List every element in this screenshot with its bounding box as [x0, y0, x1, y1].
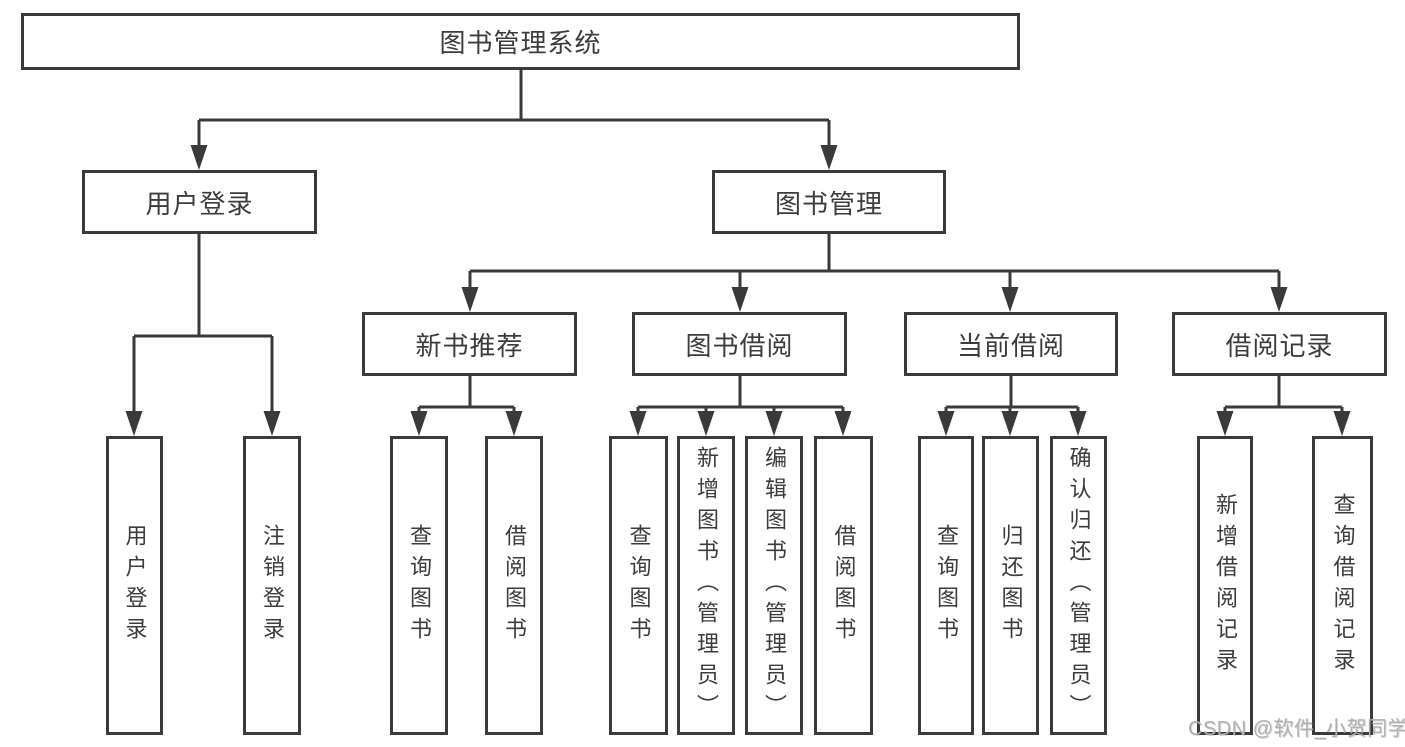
- connector-records-branch: [1223, 376, 1344, 418]
- leaf-logout-label: 注销登录: [260, 523, 285, 648]
- csdn-watermark: CSDN @软件_小贺同学: [1188, 718, 1405, 740]
- node-user-login-label: 用户登录: [145, 188, 254, 219]
- connector-root-branch: [197, 70, 831, 152]
- leaf-add-borrow-record: 新增借阅记录: [1197, 436, 1253, 735]
- leaf-query-books-recommend: 查询图书: [390, 436, 448, 735]
- leaf-query-books-borrow: 查询图书: [609, 436, 668, 735]
- leaf-borrow-books-label: 借阅图书: [831, 523, 857, 648]
- leaf-add-book-admin: 新增图书（管理员）: [677, 436, 735, 735]
- leaf-query-books-borrow-label: 查询图书: [626, 523, 652, 648]
- node-current-borrow-label: 当前借阅: [956, 330, 1065, 361]
- node-book-borrow-label: 图书借阅: [685, 330, 794, 361]
- leaf-query-books-current: 查询图书: [918, 436, 974, 735]
- leaf-logout: 注销登录: [243, 436, 301, 735]
- leaf-confirm-return-admin: 确认归还（管理员）: [1050, 436, 1107, 735]
- leaf-user-login-label: 用户登录: [122, 523, 148, 648]
- leaf-borrow-books-recommend-label: 借阅图书: [502, 523, 527, 648]
- leaf-edit-book-admin: 编辑图书（管理员）: [745, 436, 803, 735]
- node-book-mgmt-label: 图书管理: [774, 188, 883, 219]
- leaf-confirm-return-admin-label: 确认归还（管理员）: [1066, 446, 1092, 725]
- connector-book-borrow-branch: [636, 376, 845, 418]
- node-root: 图书管理系统: [21, 13, 1020, 70]
- node-book-borrow: 图书借阅: [632, 312, 847, 376]
- leaf-user-login: 用户登录: [106, 436, 163, 735]
- node-root-label: 图书管理系统: [439, 28, 602, 58]
- leaf-query-books-recommend-label: 查询图书: [407, 523, 432, 648]
- node-borrow-records-label: 借阅记录: [1225, 330, 1334, 361]
- leaf-borrow-books: 借阅图书: [814, 436, 873, 735]
- leaf-query-borrow-record: 查询借阅记录: [1312, 436, 1373, 735]
- arrowheads: [125, 145, 1351, 436]
- node-user-login: 用户登录: [82, 170, 317, 234]
- leaf-add-borrow-record-label: 新增借阅记录: [1213, 492, 1238, 679]
- leaf-add-book-admin-label: 新增图书（管理员）: [694, 446, 719, 725]
- leaf-borrow-books-recommend: 借阅图书: [485, 436, 543, 735]
- node-new-book-rec: 新书推荐: [362, 312, 577, 376]
- leaf-return-book: 归还图书: [982, 436, 1039, 735]
- leaf-query-borrow-record-label: 查询借阅记录: [1330, 492, 1356, 679]
- leaf-query-books-current-label: 查询图书: [934, 523, 959, 648]
- node-current-borrow: 当前借阅: [904, 312, 1118, 376]
- node-book-mgmt: 图书管理: [712, 170, 946, 234]
- connector-new-book-branch: [417, 376, 516, 418]
- node-new-book-rec-label: 新书推荐: [415, 330, 524, 361]
- leaf-edit-book-admin-label: 编辑图书（管理员）: [762, 446, 787, 725]
- connector-book-mgmt-branch: [468, 234, 1281, 294]
- leaf-return-book-label: 归还图书: [998, 523, 1024, 648]
- connector-user-login-branch: [132, 234, 274, 418]
- node-borrow-records: 借阅记录: [1172, 312, 1387, 376]
